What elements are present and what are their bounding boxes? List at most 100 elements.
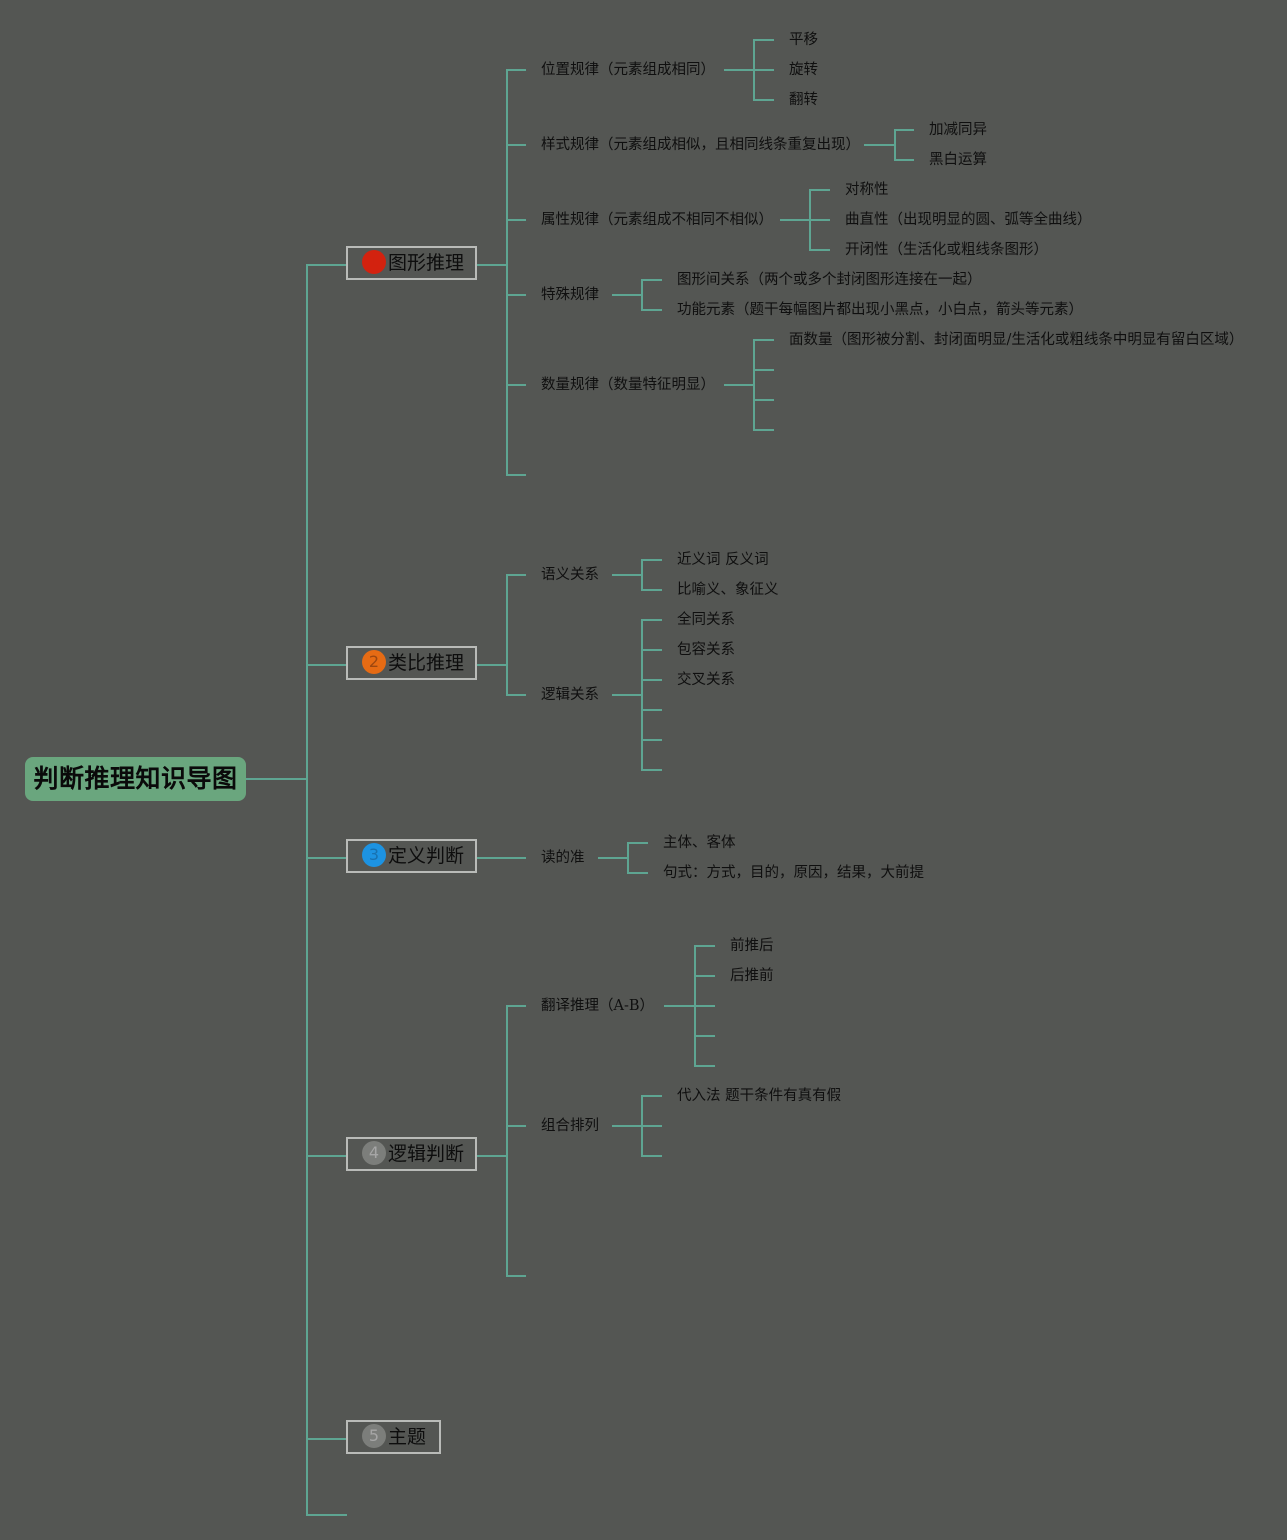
leaf-rotation[interactable]: 旋转 xyxy=(789,62,818,78)
leaf-symmetry[interactable]: 对称性 xyxy=(845,182,889,198)
connector xyxy=(753,39,774,41)
leaf-subject-object[interactable]: 主体、客体 xyxy=(663,835,736,851)
subtopic-special-rule[interactable]: 特殊规律 xyxy=(541,287,599,303)
connector xyxy=(506,574,508,695)
subtopic-translation-reasoning[interactable]: 翻译推理（A-B） xyxy=(541,998,655,1014)
connector xyxy=(694,975,715,977)
connector xyxy=(476,1155,507,1157)
leaf-metaphor-symbol[interactable]: 比喻义、象征义 xyxy=(677,582,779,598)
connector xyxy=(506,474,526,476)
subtopic-position-rule[interactable]: 位置规律（元素组成相同） xyxy=(541,62,715,78)
topic-label: 定义判断 xyxy=(388,845,465,867)
connector xyxy=(506,384,526,386)
connector xyxy=(612,694,642,696)
connector xyxy=(476,664,507,666)
connector xyxy=(306,1155,347,1157)
connector xyxy=(664,1005,695,1007)
connector xyxy=(641,279,643,310)
leaf-substitution-method[interactable]: 代入法 题干条件有真有假 xyxy=(677,1088,842,1104)
subtopic-quantity-rule[interactable]: 数量规律（数量特征明显） xyxy=(541,377,715,393)
leaf-back-to-front[interactable]: 后推前 xyxy=(730,968,774,984)
leaf-sentence-pattern[interactable]: 句式：方式，目的，原因，结果，大前提 xyxy=(663,865,924,881)
leaf-synonym-antonym[interactable]: 近义词 反义词 xyxy=(677,552,769,568)
leaf-openness[interactable]: 开闭性（生活化或粗线条图形） xyxy=(845,242,1048,258)
connector xyxy=(598,857,628,859)
connector xyxy=(641,559,662,561)
leaf-black-white[interactable]: 黑白运算 xyxy=(929,152,987,168)
connector xyxy=(641,619,643,770)
connector xyxy=(506,1005,526,1007)
connector xyxy=(641,309,662,311)
connector xyxy=(506,1275,526,1277)
connector xyxy=(894,129,896,160)
topic-label: 主题 xyxy=(388,1426,427,1448)
connector xyxy=(306,664,347,666)
subtopic-read-accurately[interactable]: 读的准 xyxy=(541,850,585,866)
leaf-inclusion-relation[interactable]: 包容关系 xyxy=(677,642,735,658)
connector xyxy=(641,1125,662,1127)
number-badge: 5 xyxy=(362,1424,386,1448)
leaf-flip[interactable]: 翻转 xyxy=(789,92,818,108)
number-badge: 3 xyxy=(362,843,386,867)
subtopic-attribute-rule[interactable]: 属性规律（元素组成不相同不相似） xyxy=(541,212,773,228)
subtopic-combination-arrangement[interactable]: 组合排列 xyxy=(541,1118,599,1134)
root-node[interactable]: 判断推理知识导图 xyxy=(25,757,246,801)
leaf-function-elements[interactable]: 功能元素（题干每幅图片都出现小黑点，小白点，箭头等元素） xyxy=(677,302,1083,318)
connector xyxy=(753,69,774,71)
connector xyxy=(694,1005,715,1007)
leaf-curvature[interactable]: 曲直性（出现明显的圆、弧等全曲线） xyxy=(845,212,1092,228)
connector xyxy=(809,249,830,251)
connector xyxy=(753,99,774,101)
number-badge: 4 xyxy=(362,1141,386,1165)
connector xyxy=(506,294,526,296)
connector xyxy=(612,1125,642,1127)
connector xyxy=(506,1125,526,1127)
connector xyxy=(641,679,662,681)
topic-label: 图形推理 xyxy=(388,252,465,274)
connector xyxy=(641,1095,662,1097)
leaf-intersection-relation[interactable]: 交叉关系 xyxy=(677,672,735,688)
connector xyxy=(506,69,508,475)
connector xyxy=(641,279,662,281)
connector xyxy=(306,857,347,859)
subtopic-logic-relation[interactable]: 逻辑关系 xyxy=(541,687,599,703)
connector xyxy=(246,778,307,780)
connector xyxy=(694,1035,715,1037)
connector xyxy=(506,69,526,71)
topic-label: 逻辑判断 xyxy=(388,1143,465,1165)
leaf-face-count[interactable]: 面数量（图形被分割、封闭面明显/生活化或粗线条中明显有留白区域） xyxy=(789,332,1244,348)
connector xyxy=(506,694,526,696)
connector xyxy=(627,842,629,873)
leaf-add-subtract[interactable]: 加减同异 xyxy=(929,122,987,138)
connector xyxy=(641,769,662,771)
connector xyxy=(506,144,526,146)
connector xyxy=(894,159,914,161)
connector xyxy=(627,872,648,874)
connector xyxy=(506,574,526,576)
connector xyxy=(641,649,662,651)
leaf-shape-relations[interactable]: 图形间关系（两个或多个封闭图形连接在一起） xyxy=(677,272,982,288)
subtopic-style-rule[interactable]: 样式规律（元素组成相似，且相同线条重复出现） xyxy=(541,137,860,153)
leaf-translation[interactable]: 平移 xyxy=(789,32,818,48)
connector xyxy=(506,219,526,221)
connector xyxy=(641,559,643,590)
connector xyxy=(612,574,642,576)
connector xyxy=(864,144,895,146)
connector xyxy=(476,264,507,266)
connector xyxy=(694,1065,715,1067)
connector xyxy=(753,429,774,431)
connector xyxy=(506,1005,508,1276)
connector xyxy=(476,857,526,859)
leaf-identity-relation[interactable]: 全同关系 xyxy=(677,612,735,628)
subtopic-semantic-relation[interactable]: 语义关系 xyxy=(541,567,599,583)
connector xyxy=(612,294,642,296)
leaf-front-to-back[interactable]: 前推后 xyxy=(730,938,774,954)
connector xyxy=(894,129,914,131)
number-badge: 1 xyxy=(362,250,386,274)
